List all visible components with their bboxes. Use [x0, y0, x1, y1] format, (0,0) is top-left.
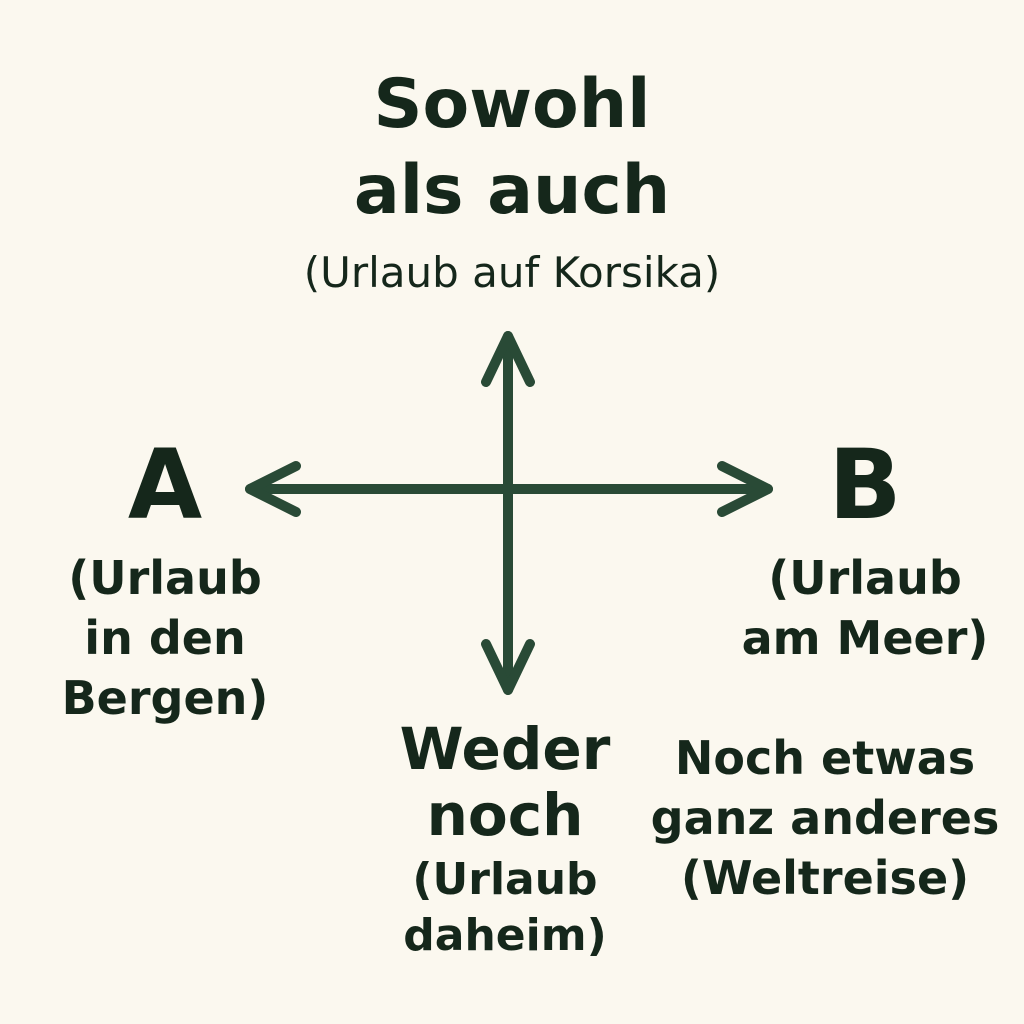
right-desc-line1: (Urlaub [768, 551, 962, 605]
top-title-line1: Sowohl [373, 65, 651, 144]
other-line1: Noch etwas [674, 731, 976, 785]
bottom-label-group: Weder noch (Urlaub daheim) [360, 716, 650, 964]
arrowhead-left [245, 461, 301, 517]
left-desc-line3: Bergen) [61, 671, 269, 725]
top-subtitle: (Urlaub auf Korsika) [303, 248, 721, 297]
left-desc-line1: (Urlaub [68, 551, 262, 605]
left-label-group: A (Urlaub in den Bergen) [40, 430, 290, 728]
other-line2: ganz anderes [650, 791, 1000, 845]
bottom-desc-line1: (Urlaub [412, 854, 598, 905]
left-desc-line2: in den [84, 611, 246, 665]
bottom-description: (Urlaub daheim) [360, 852, 650, 964]
label-a: A [127, 429, 203, 541]
top-label-group: Sowohl als auch (Urlaub auf Korsika) [212, 62, 812, 304]
right-label-group: B (Urlaub am Meer) [720, 430, 1010, 668]
label-b: B [828, 429, 902, 541]
bottom-desc-line2: daheim) [403, 910, 607, 961]
bottom-title-line2: noch [426, 781, 584, 849]
top-title-line2: als auch [353, 151, 671, 230]
other-line3: (Weltreise) [680, 851, 970, 905]
other-label-group: Noch etwas ganz anderes (Weltreise) [650, 728, 1000, 908]
right-desc-line2: am Meer) [741, 611, 989, 665]
left-description: (Urlaub in den Bergen) [40, 548, 290, 728]
arrowhead-up [481, 331, 535, 387]
arrowhead-right [717, 461, 773, 517]
arrowhead-down [481, 639, 535, 695]
bottom-title-line1: Weder [399, 715, 611, 783]
right-description: (Urlaub am Meer) [720, 548, 1010, 668]
